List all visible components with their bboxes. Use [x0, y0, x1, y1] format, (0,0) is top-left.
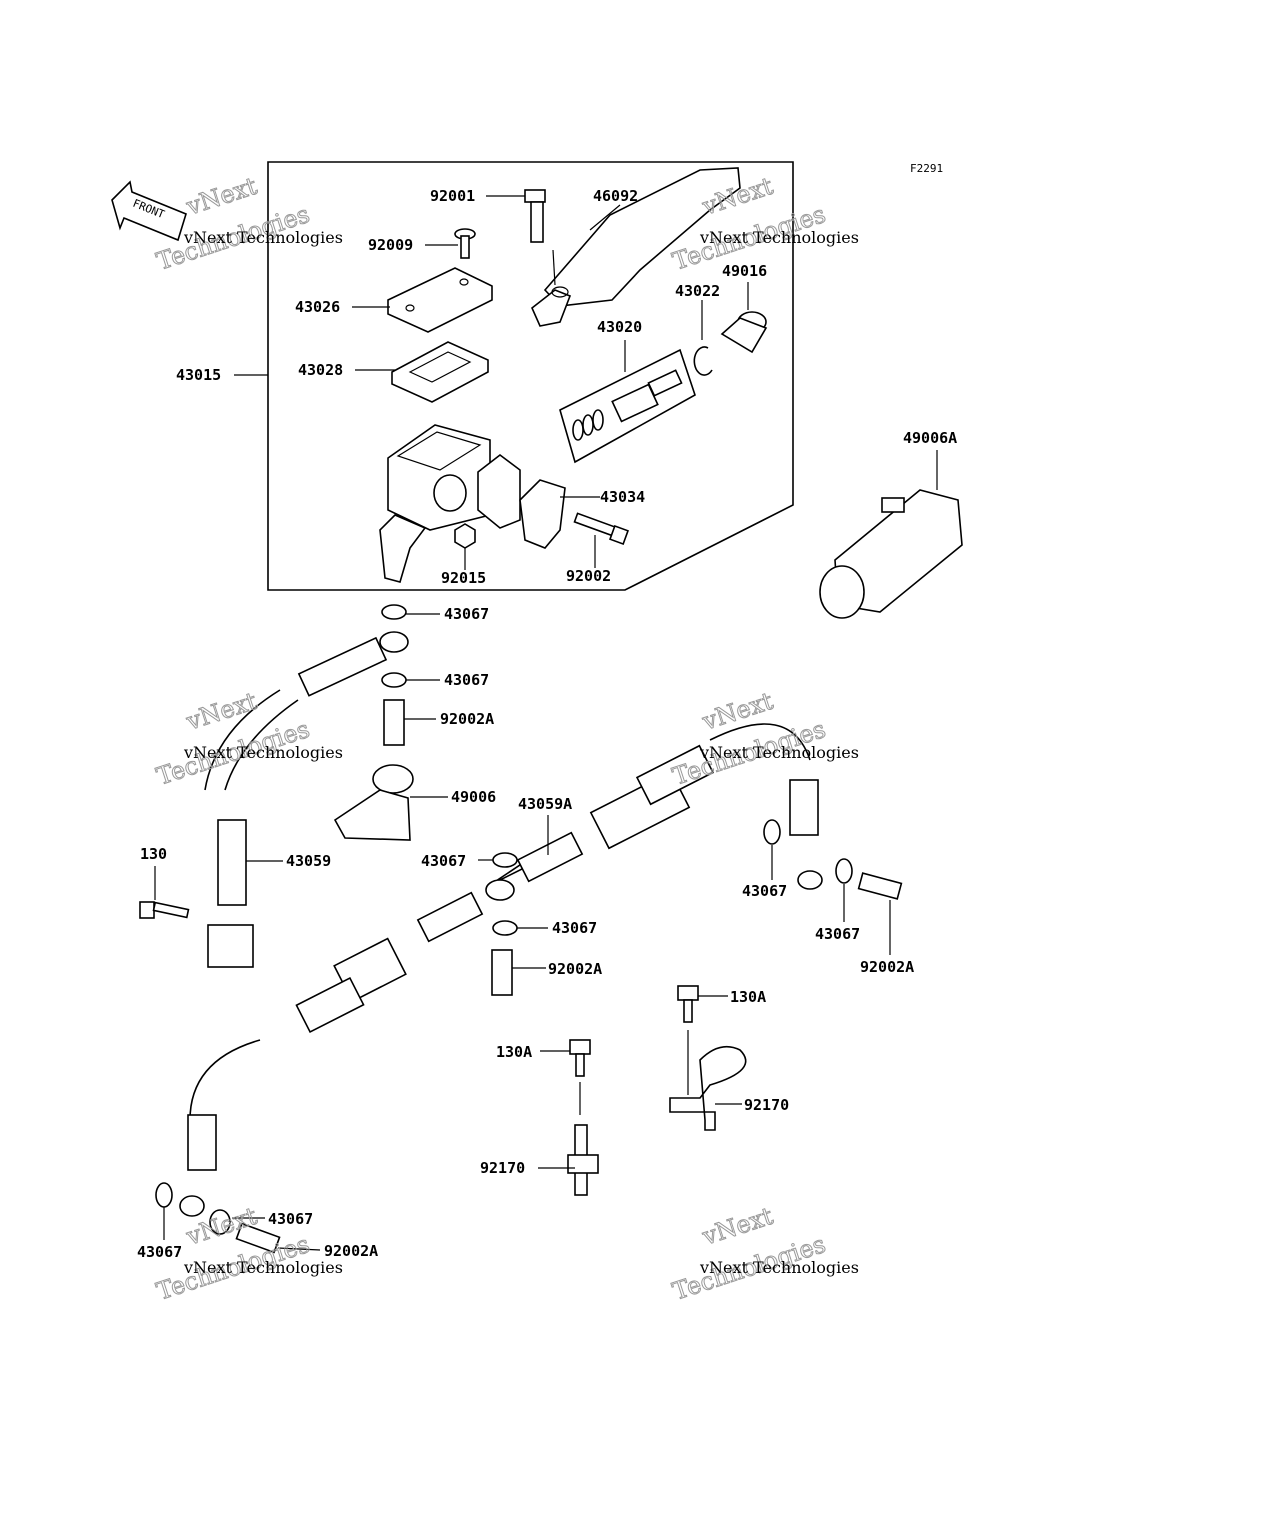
- label-130A-b: 130A: [496, 1043, 532, 1061]
- banjo-bolt-part: [235, 1222, 281, 1254]
- nut-92015-part: [454, 523, 476, 549]
- washer-part: [209, 1209, 231, 1235]
- label-92001: 92001: [430, 187, 475, 205]
- label-43026: 43026: [295, 298, 340, 316]
- label-43067-e: 43067: [552, 919, 597, 937]
- label-92002A-d: 92002A: [324, 1242, 378, 1260]
- label-43067-a: 43067: [444, 605, 489, 623]
- label-43067-f: 43067: [815, 925, 860, 943]
- hose-clamp-part: [669, 1045, 747, 1131]
- bolt-130-part: [139, 901, 190, 919]
- svg-text:vNext Technologies: vNext Technologies: [699, 743, 859, 762]
- dust-boot-part: [720, 311, 768, 354]
- label-92009: 92009: [368, 236, 413, 254]
- label-92170-b: 92170: [480, 1159, 525, 1177]
- label-43015: 43015: [176, 366, 221, 384]
- brake-lever-part: [531, 167, 741, 327]
- label-92015: 92015: [441, 569, 486, 587]
- piston-kit-outline: [559, 348, 696, 464]
- bolt-130A-part: [569, 1039, 591, 1115]
- reservoir-cap-part: [387, 267, 493, 333]
- label-92002A-b: 92002A: [548, 960, 602, 978]
- svg-text:vNext Technologies: vNext Technologies: [699, 1258, 859, 1277]
- label-49006: 49006: [451, 788, 496, 806]
- label-43034: 43034: [600, 488, 645, 506]
- circlip-part: [693, 346, 713, 376]
- cap-screw-part: [454, 228, 476, 259]
- svg-text:vNext Technologies: vNext Technologies: [699, 228, 859, 247]
- washer-part: [763, 819, 781, 845]
- leader-lines: [154, 195, 938, 1251]
- label-43067-g: 43067: [268, 1210, 313, 1228]
- bolt-130A-part: [677, 985, 699, 1095]
- watermark: vNext Technologies vNext Technologies: [669, 1201, 859, 1306]
- banjo-fitting-part: [333, 764, 414, 841]
- upper-hose-part: [204, 604, 409, 968]
- svg-text:vNext: vNext: [182, 172, 260, 221]
- watermark: vNext Technologies vNext Technologies: [669, 686, 859, 791]
- label-46092: 46092: [593, 187, 638, 205]
- label-130: 130: [140, 845, 167, 863]
- label-43067-h: 43067: [137, 1243, 182, 1261]
- label-92002A-c: 92002A: [860, 958, 914, 976]
- label-43067-c: 43067: [421, 852, 466, 870]
- label-43067-d: 43067: [742, 882, 787, 900]
- front-arrow-icon: FRONT: [111, 180, 187, 242]
- label-49016: 49016: [722, 262, 767, 280]
- hose-clamp-part: [567, 1124, 599, 1196]
- svg-text:vNext Technologies: vNext Technologies: [183, 743, 343, 762]
- washer-part: [492, 920, 518, 936]
- label-92002A-a: 92002A: [440, 710, 494, 728]
- clamp-bolt-part: [573, 512, 629, 545]
- banjo-bolt-part: [857, 872, 903, 900]
- washer-part: [492, 852, 518, 868]
- label-43059: 43059: [286, 852, 331, 870]
- svg-text:vNext: vNext: [182, 687, 260, 736]
- svg-text:vNext Technologies: vNext Technologies: [183, 228, 343, 247]
- pivot-bolt-part: [524, 189, 556, 286]
- figure-code: F2291: [910, 162, 943, 175]
- label-130A-a: 130A: [730, 988, 766, 1006]
- washer-part: [835, 858, 853, 884]
- label-43028: 43028: [298, 361, 343, 379]
- master-cylinder-body-part: [379, 424, 521, 583]
- clamp-part: [519, 479, 566, 549]
- label-49006A: 49006A: [903, 429, 957, 447]
- svg-text:vNext: vNext: [698, 1202, 776, 1251]
- diaphragm-part: [391, 341, 489, 403]
- label-43020: 43020: [597, 318, 642, 336]
- svg-text:vNext Technologies: vNext Technologies: [183, 1258, 343, 1277]
- banjo-bolt-part: [491, 949, 513, 996]
- label-43067-b: 43067: [444, 671, 489, 689]
- master-cylinder-assembly-outline: [267, 161, 794, 591]
- label-43022: 43022: [675, 282, 720, 300]
- label-92170-a: 92170: [744, 1096, 789, 1114]
- piston-kit-part: [572, 369, 683, 441]
- label-92002: 92002: [566, 567, 611, 585]
- watermark: vNext Technologies vNext Technologies: [153, 686, 343, 791]
- label-43059A: 43059A: [518, 795, 572, 813]
- long-hose-part: [179, 723, 823, 1217]
- brake-switch-part: [819, 489, 963, 619]
- washer-part: [155, 1182, 173, 1208]
